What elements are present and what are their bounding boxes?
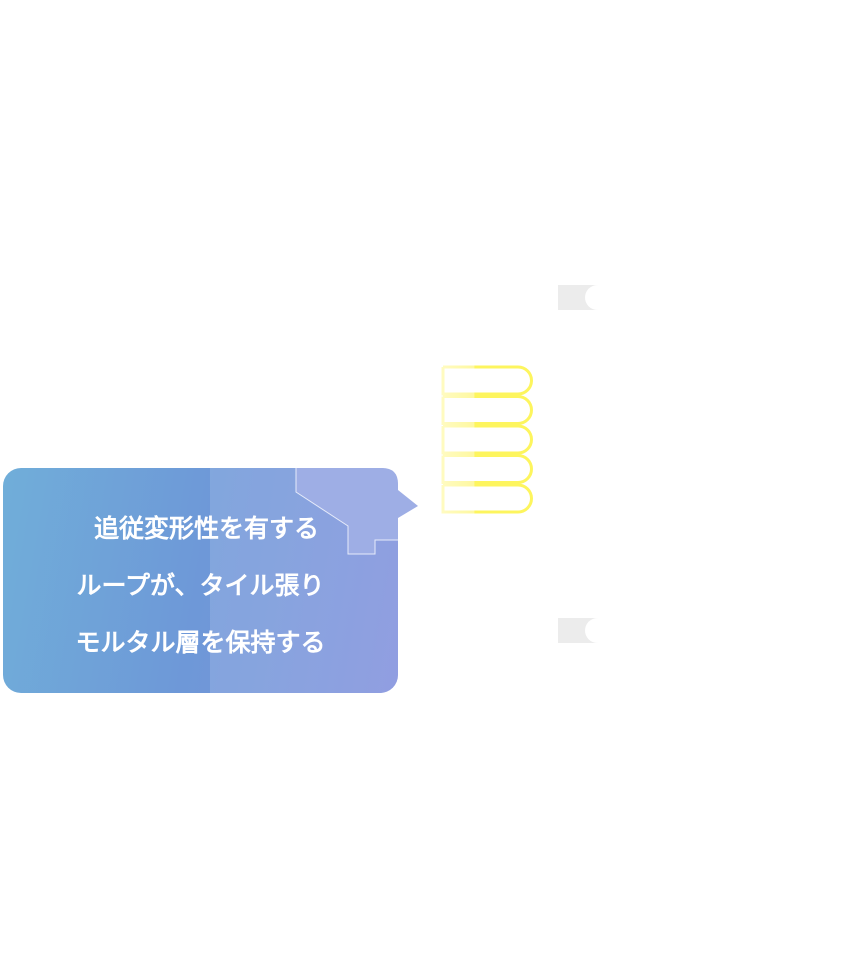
loop	[441, 454, 533, 484]
loop	[441, 483, 533, 514]
callout-line-1: 追従変形性を有する	[93, 514, 319, 543]
loop-stack	[441, 365, 533, 514]
loop	[441, 365, 533, 396]
loop	[441, 424, 533, 455]
callout-text: 追従変形性を有する ループが、タイル張り モルタル層を保持する	[3, 500, 398, 671]
loop	[441, 395, 533, 425]
callout-line-3: モルタル層を保持する	[75, 628, 326, 657]
bottom-marker-tab	[558, 618, 610, 643]
callout-pointer	[295, 468, 418, 555]
callout-line-2: ループが、タイル張り	[76, 571, 325, 600]
top-marker-tab	[558, 285, 610, 310]
